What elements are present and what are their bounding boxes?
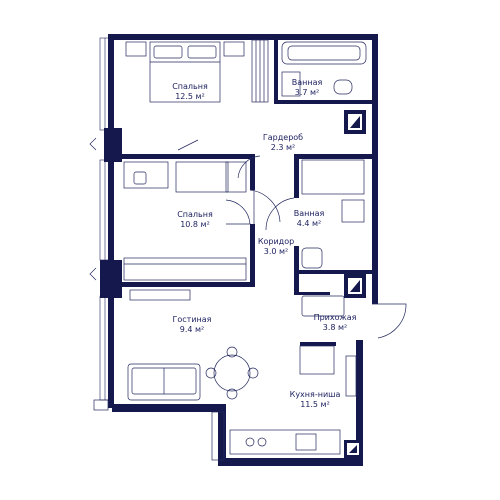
walls: [100, 34, 378, 466]
room-area: 11.5 м²: [300, 400, 330, 409]
room-name: Ванная: [291, 78, 323, 87]
room-label-hallway: Прихожая 3.8 м²: [314, 313, 357, 333]
room-area: 9.4 м²: [179, 325, 205, 334]
room-label-kitchen: Кухня-ниша 11.5 м²: [290, 390, 341, 410]
room-name: Прихожая: [313, 313, 357, 322]
room-name: Спальня: [172, 82, 208, 91]
room-label-bedroom-2: Спальня 10.8 м²: [177, 210, 213, 230]
room-name: Коридор: [257, 237, 295, 246]
room-area: 12.5 м²: [175, 92, 205, 101]
room-area: 3.0 м²: [263, 247, 289, 256]
facade-fins: [89, 137, 225, 461]
room-area: 10.8 м²: [180, 220, 210, 229]
room-area: 2.3 м²: [270, 143, 296, 152]
room-label-bathroom-1: Ванная 3.7 м²: [292, 78, 323, 98]
room-label-corridor: Коридор 3.0 м²: [258, 237, 294, 257]
room-name: Гардероб: [262, 133, 304, 142]
room-name: Кухня-ниша: [289, 390, 341, 399]
furniture: [123, 39, 407, 455]
room-label-bathroom-2: Ванная 4.4 м²: [294, 209, 325, 229]
room-name: Гостиная: [172, 315, 212, 324]
room-name: Спальня: [177, 210, 213, 219]
room-area: 3.8 м²: [322, 323, 348, 332]
room-name: Ванная: [293, 209, 325, 218]
room-label-living: Гостиная 9.4 м²: [173, 315, 212, 335]
room-area: 4.4 м²: [296, 219, 322, 228]
room-label-wardrobe: Гардероб 2.3 м²: [263, 133, 303, 153]
room-label-bedroom-1: Спальня 12.5 м²: [172, 82, 208, 102]
room-area: 3.7 м²: [294, 88, 320, 97]
